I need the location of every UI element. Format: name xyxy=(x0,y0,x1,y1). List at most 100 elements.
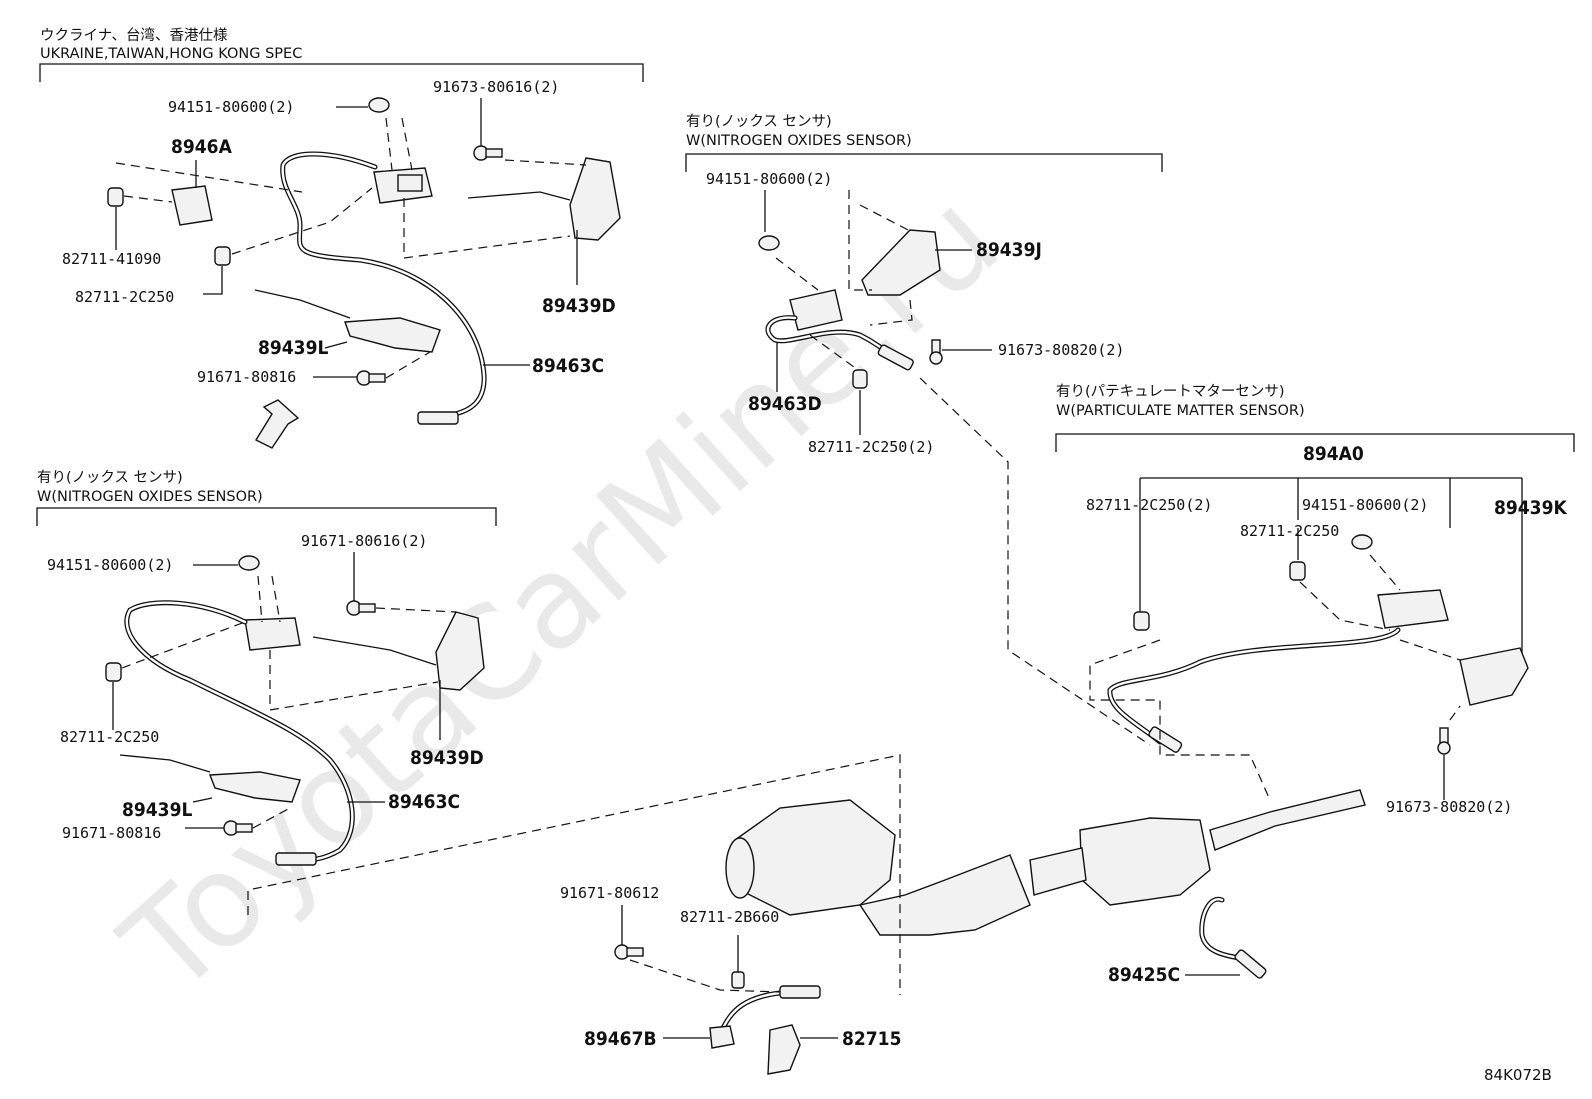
section-header-pm: 有り(パテキュレートマターセンサ) W(PARTICULATE MATTER S… xyxy=(1055,383,1575,452)
label-89439d[interactable]: 89439D xyxy=(410,747,484,769)
label-94151[interactable]: 94151-80600(2) xyxy=(1302,496,1428,514)
label-91673[interactable]: 91673-80820(2) xyxy=(1386,798,1512,816)
label-89439j[interactable]: 89439J xyxy=(976,239,1042,261)
label-91671[interactable]: 91671-80612 xyxy=(560,884,659,902)
sensor-module-icon xyxy=(1377,589,1449,629)
label-91671[interactable]: 91671-80816 xyxy=(197,368,296,386)
bracket-89439d-icon xyxy=(569,157,621,241)
section-header-ukraine: ウクライナ、台湾、香港仕様 UKRAINE,TAIWAN,HONG KONG S… xyxy=(39,27,644,82)
nut-icon xyxy=(368,97,390,113)
label-89463c[interactable]: 89463C xyxy=(388,791,460,813)
header-pm-en: W(PARTICULATE MATTER SENSOR) xyxy=(1056,403,1305,419)
label-89467b[interactable]: 89467B xyxy=(584,1028,657,1050)
label-89463c[interactable]: 89463C xyxy=(532,355,604,377)
exhaust-assembly xyxy=(247,754,1366,1075)
sensor-module-icon xyxy=(373,167,433,204)
label-82711[interactable]: 82711-41090 xyxy=(62,250,161,268)
bolt-icon xyxy=(1437,727,1451,755)
bracket-nox-center xyxy=(685,153,1163,172)
header-nox-left-ja: 有り(ノックス センサ) xyxy=(37,469,183,486)
bolt-icon xyxy=(473,145,503,161)
header-nox-left-en: W(NITROGEN OXIDES SENSOR) xyxy=(37,489,263,505)
part-labels: 94151-80600(2) 91673-80616(2) 8946A 8271… xyxy=(47,78,1567,1050)
label-82711[interactable]: 82711-2C250 xyxy=(75,288,174,306)
bolt-icon xyxy=(346,600,376,616)
clip-icon xyxy=(214,246,231,266)
bolt-icon xyxy=(929,339,943,365)
clip-icon xyxy=(1289,561,1306,581)
bracket-pm xyxy=(1055,433,1575,452)
header-pm-ja: 有り(パテキュレートマターセンサ) xyxy=(1056,383,1285,400)
nox-left-group xyxy=(105,552,485,866)
label-91671[interactable]: 91671-80816 xyxy=(62,824,161,842)
label-89439d[interactable]: 89439D xyxy=(542,295,616,317)
tail-pipe-icon xyxy=(1209,789,1366,851)
exhaust-pipe-icon xyxy=(1029,847,1087,896)
header-nox-center-en: W(NITROGEN OXIDES SENSOR) xyxy=(686,133,912,149)
label-82711[interactable]: 82711-2C250 xyxy=(1240,522,1339,540)
sensor-probe-icon xyxy=(1234,949,1267,979)
label-91673[interactable]: 91673-80820(2) xyxy=(998,341,1124,359)
label-94151[interactable]: 94151-80600(2) xyxy=(168,98,294,116)
sensor-cable-pm xyxy=(1107,627,1401,745)
sensor-probe-icon xyxy=(417,411,459,425)
bracket-ukraine xyxy=(39,63,644,82)
label-94151[interactable]: 94151-80600(2) xyxy=(47,556,173,574)
label-82711[interactable]: 82711-2B660 xyxy=(680,908,779,926)
label-91673[interactable]: 91673-80616(2) xyxy=(433,78,559,96)
label-94151[interactable]: 94151-80600(2) xyxy=(706,170,832,188)
sensor-module-icon xyxy=(244,617,301,651)
label-82715[interactable]: 82715 xyxy=(842,1028,901,1050)
bolt-icon xyxy=(614,944,644,960)
bracket-89439l-icon xyxy=(209,771,301,803)
bracket-89439l-icon xyxy=(344,317,441,353)
label-894a0[interactable]: 894A0 xyxy=(1303,443,1364,465)
sensor-probe-icon xyxy=(275,852,317,866)
bracket-89439k-icon xyxy=(1459,647,1529,706)
section-header-nox-left: 有り(ノックス センサ) W(NITROGEN OXIDES SENSOR) xyxy=(36,469,497,526)
label-82711[interactable]: 82711-2C250 xyxy=(60,728,159,746)
catalytic-converter-icon xyxy=(734,799,896,916)
nut-icon xyxy=(238,555,260,571)
label-89439l[interactable]: 89439L xyxy=(258,337,328,359)
bolt-icon xyxy=(356,370,386,386)
header-ukraine-en: UKRAINE,TAIWAN,HONG KONG SPEC xyxy=(40,46,302,62)
label-91671[interactable]: 91671-80616(2) xyxy=(301,532,427,550)
section-header-nox-center: 有り(ノックス センサ) W(NITROGEN OXIDES SENSOR) xyxy=(685,113,1163,172)
connector-icon xyxy=(709,1025,735,1049)
label-82711[interactable]: 82711-2C250(2) xyxy=(808,438,934,456)
label-89439k[interactable]: 89439K xyxy=(1494,497,1567,519)
clip-icon xyxy=(852,369,868,389)
leader-894a0-tree xyxy=(1139,477,1523,660)
label-89463d[interactable]: 89463D xyxy=(748,393,822,415)
bracket-nox-left xyxy=(36,507,497,526)
clip-icon xyxy=(731,971,745,989)
sensor-probe-icon xyxy=(877,344,914,371)
diagram-code: 84K072B xyxy=(1484,1066,1552,1084)
nox-center-group xyxy=(758,190,1151,746)
pm-group xyxy=(1089,477,1529,801)
sensor-probe-icon xyxy=(779,985,821,999)
label-89425c[interactable]: 89425C xyxy=(1108,964,1180,986)
sensor-probe-icon xyxy=(1148,726,1183,753)
label-89439l[interactable]: 89439L xyxy=(122,799,192,821)
exhaust-pipe-icon xyxy=(858,854,1031,936)
muffler-icon xyxy=(1079,817,1211,906)
label-8946a[interactable]: 8946A xyxy=(171,136,233,158)
arrow-down-icon xyxy=(255,399,300,449)
bracket-8946a-icon xyxy=(171,185,213,226)
label-82711[interactable]: 82711-2C250(2) xyxy=(1086,496,1212,514)
nut-icon xyxy=(758,235,780,251)
inlet-flange-icon xyxy=(725,837,755,899)
header-nox-center-ja: 有り(ノックス センサ) xyxy=(686,113,832,130)
bracket-89439d-icon xyxy=(435,611,485,691)
header-ukraine-ja: ウクライナ、台湾、香港仕様 xyxy=(40,27,228,44)
bracket-89439j-icon xyxy=(861,229,941,296)
nut-icon xyxy=(1351,534,1373,550)
bolt-icon xyxy=(223,820,253,836)
clip-icon xyxy=(105,662,122,682)
ukraine-spec-group xyxy=(107,97,621,449)
gasket-82715-icon xyxy=(767,1024,801,1075)
